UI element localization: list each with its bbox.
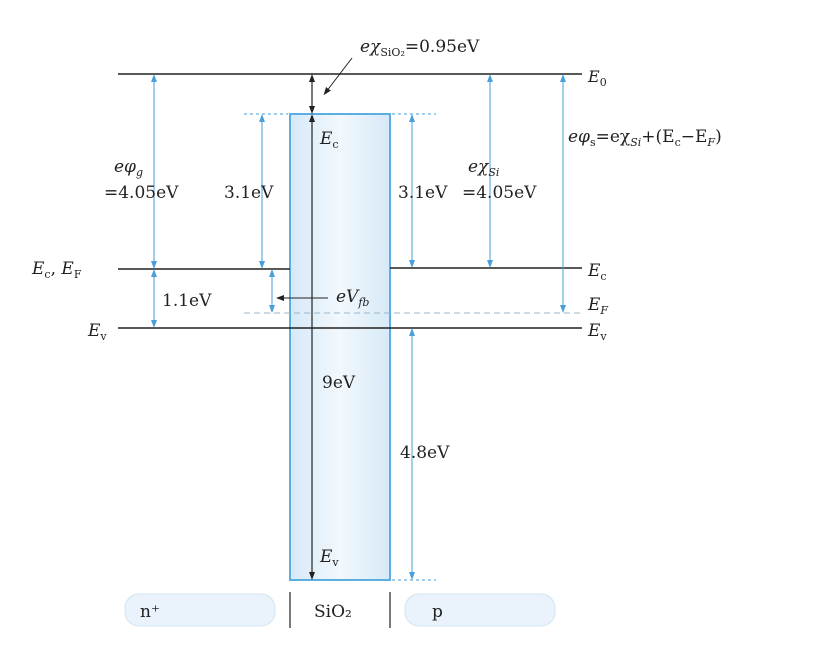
region-p-label: p <box>432 602 443 622</box>
gap-left-label: 3.1eV <box>224 183 274 203</box>
bandgap-si-label: 1.1eV <box>162 291 212 311</box>
chi-sio2-label: eχSiO₂=0.95eV <box>360 37 480 59</box>
valence-offset-label: 4.8eV <box>400 443 450 463</box>
oxide-gap-label: 9eV <box>322 373 356 393</box>
ev-left-label: Ev <box>87 321 107 343</box>
ev-right-label: Ev <box>587 321 607 343</box>
phi-s-label: eφs=eχSi+(Ec−EF) <box>568 127 722 149</box>
region-n-plus-label: n⁺ <box>140 602 160 622</box>
region-p-box <box>404 593 556 627</box>
ev-oxide-label: Ev <box>319 547 339 569</box>
phi-g-label-line1: eφg <box>114 157 143 179</box>
ef-right-label: EF <box>587 295 608 317</box>
chi-sio2-pointer <box>323 57 353 96</box>
gap-right-label: 3.1eV <box>398 183 448 203</box>
ec-oxide-label: Ec <box>319 129 339 151</box>
phi-g-label-line2: =4.05eV <box>104 183 179 203</box>
region-n-plus-box <box>124 593 276 627</box>
chi-si-label-line1: eχSi <box>468 157 499 179</box>
e0-label: E0 <box>587 67 607 89</box>
oxide-box <box>289 113 391 581</box>
ec-ef-left-label: Ec, EF <box>31 259 82 281</box>
chi-si-label-line2: =4.05eV <box>462 183 537 203</box>
region-sio2-label: SiO₂ <box>314 602 352 622</box>
ec-right-label: Ec <box>587 261 607 283</box>
vfb-label: eVfb <box>336 287 369 309</box>
